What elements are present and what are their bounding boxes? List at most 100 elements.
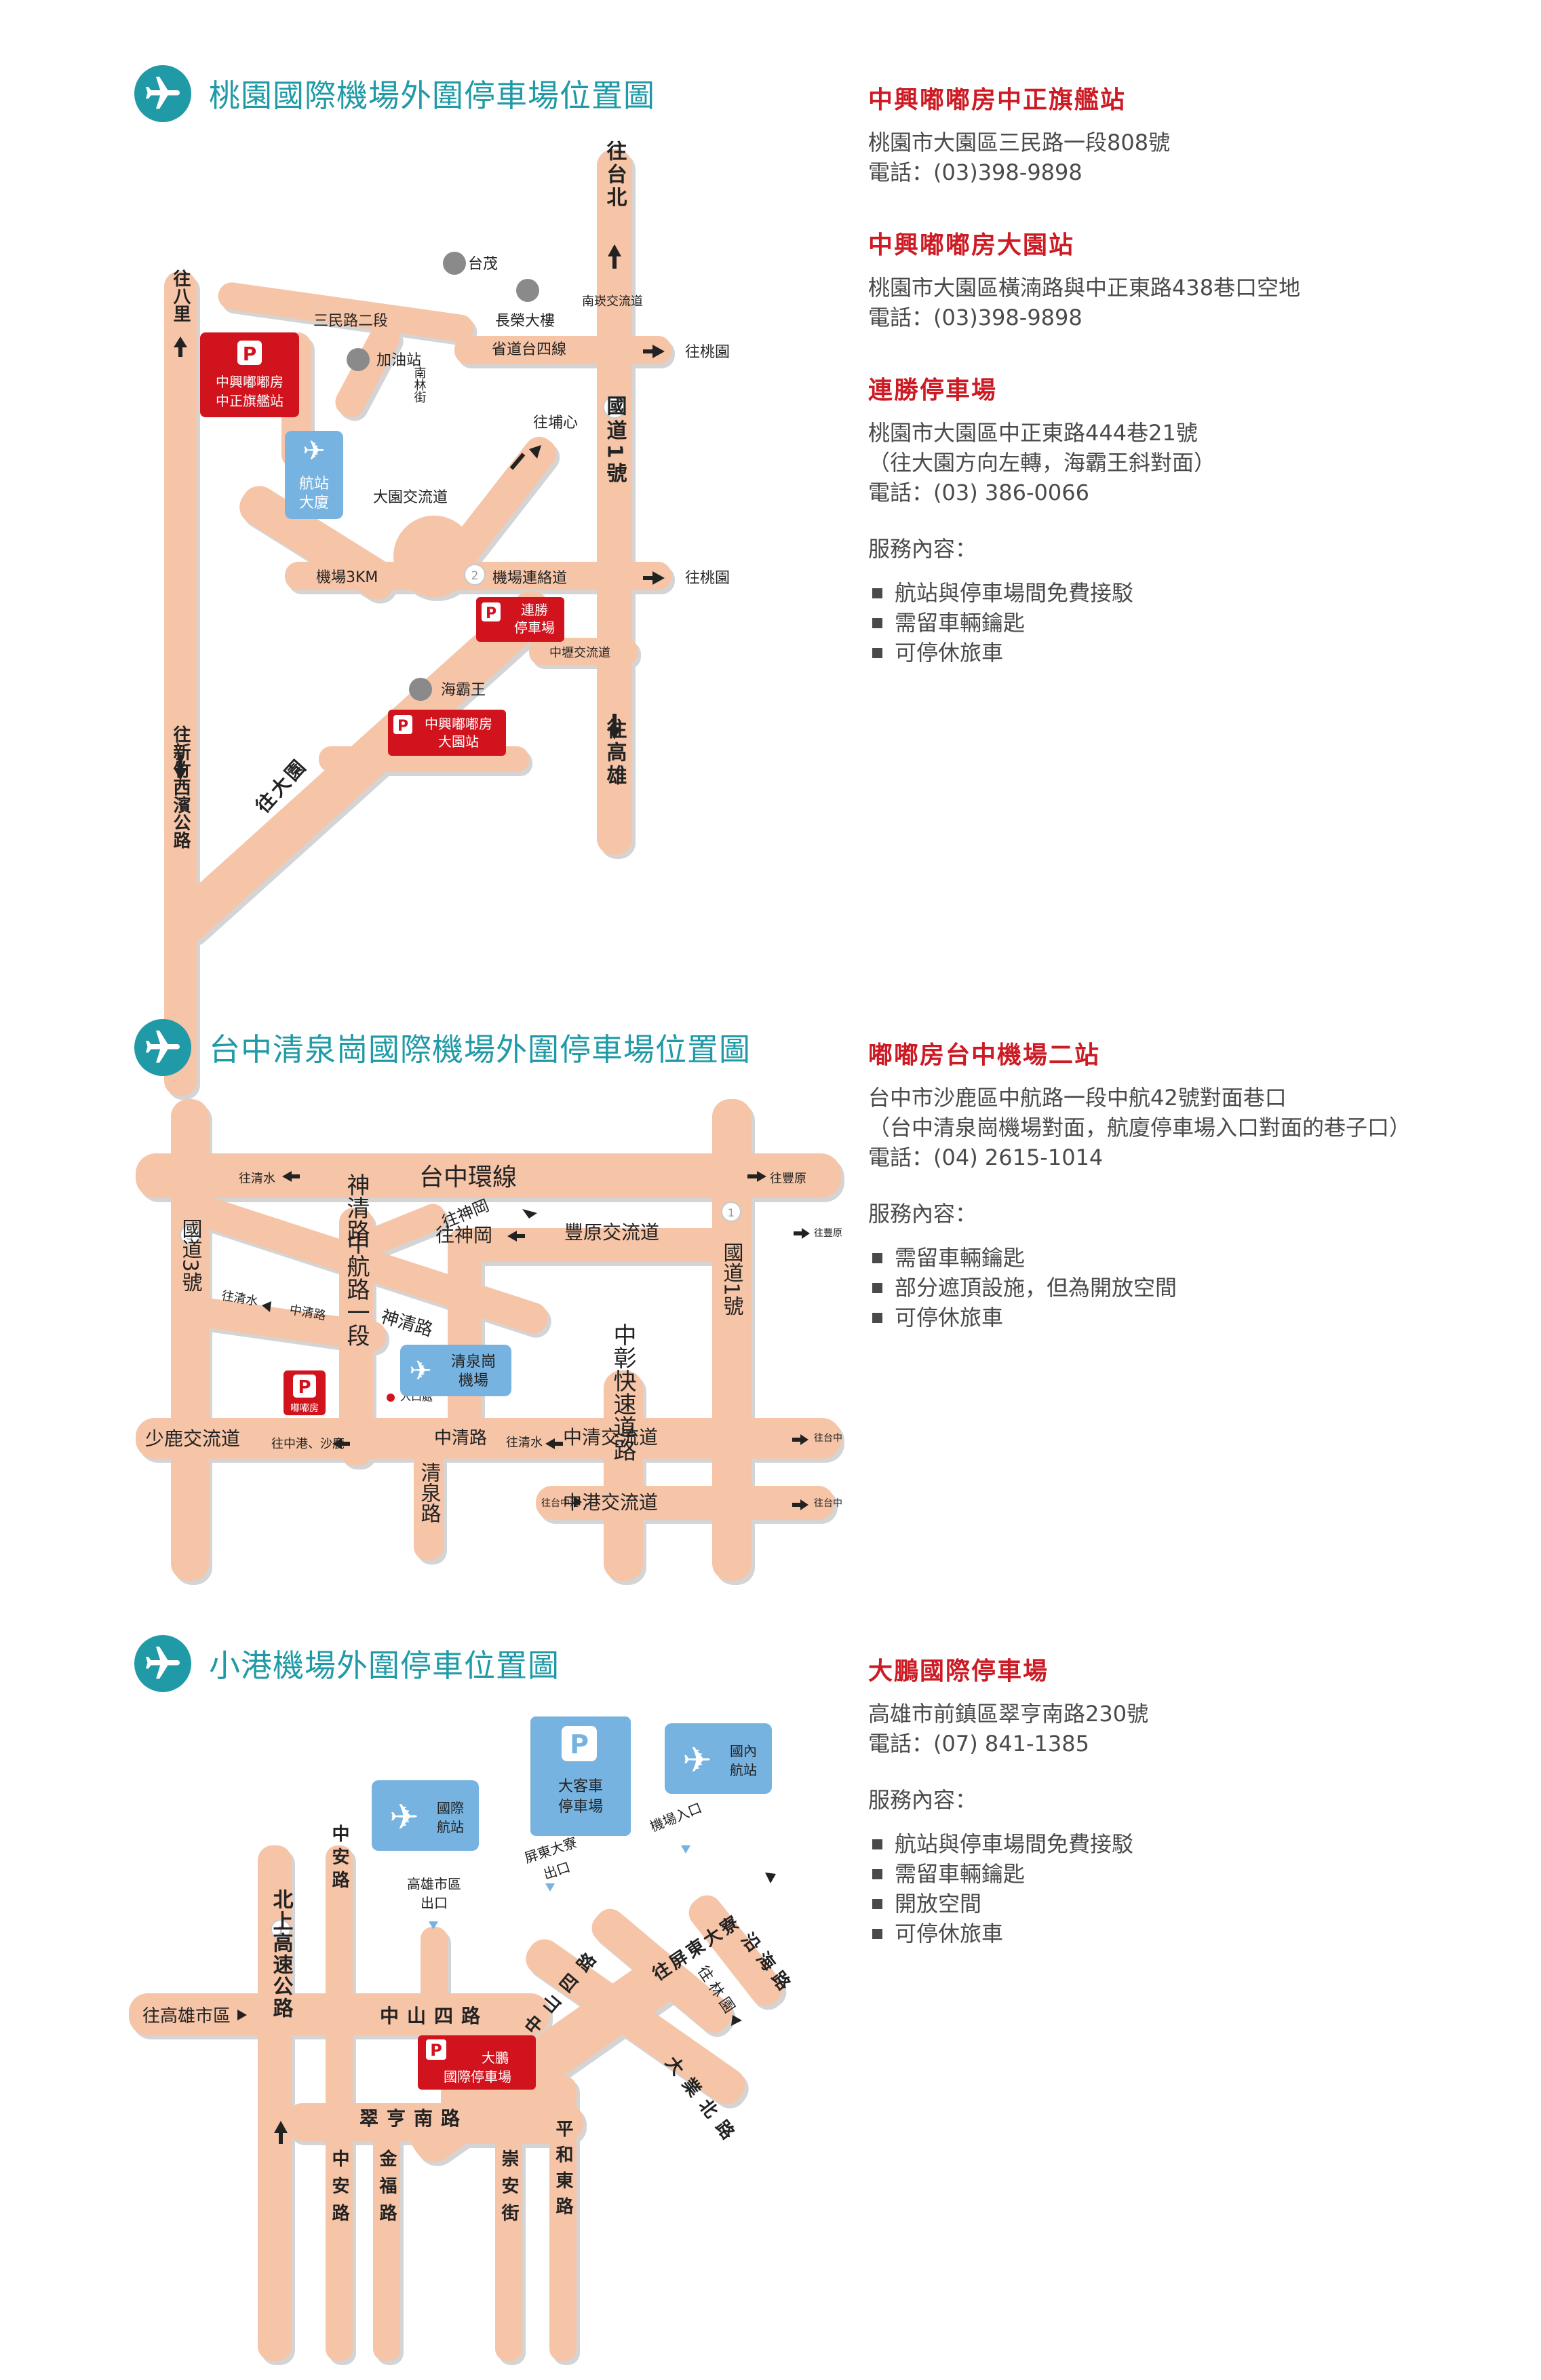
route-3-shield: 3 xyxy=(180,1225,200,1245)
label-to-qingshui-1: 往清水 xyxy=(239,1172,275,1186)
svg-text:大廈: 大廈 xyxy=(299,495,329,512)
label-chongan-st: 崇安街 xyxy=(499,2149,520,2231)
svg-text:中興嘟嘟房: 中興嘟嘟房 xyxy=(216,374,284,390)
label-freeway-1: 國道1號 xyxy=(603,396,627,487)
arrow-right-icon xyxy=(652,345,665,358)
label-kaohsiung-exit-1: 高雄市區 xyxy=(407,1876,461,1892)
triangle-marker-icon xyxy=(545,1883,555,1892)
airplane-icon xyxy=(134,1635,191,1692)
svg-text:P: P xyxy=(430,2041,442,2060)
arrow-right-icon xyxy=(237,2010,247,2020)
arrow-down-icon xyxy=(608,727,621,740)
svg-text:航站: 航站 xyxy=(730,1762,757,1778)
bullet-square-icon xyxy=(872,1282,882,1293)
domestic-terminal: ✈ 國內 航站 xyxy=(665,1723,772,1794)
kaohsiung-roads xyxy=(129,1845,783,2361)
arrow-right-icon xyxy=(574,1497,582,1508)
label-pingtung-exit-1: 屏東大寮 xyxy=(522,1834,579,1866)
service-title: 服務內容： xyxy=(868,1787,977,1813)
label-shenqing-rd-d: 神清路 xyxy=(378,1307,435,1341)
parking-name: 大鵬國際停車場 xyxy=(868,1657,1049,1685)
direction-arrows xyxy=(262,1171,810,1510)
svg-text:大客車: 大客車 xyxy=(558,1778,603,1795)
route-1-shield: 1 xyxy=(721,1202,741,1222)
kaohsiung-info: 大鵬國際停車場 高雄市前鎮區翠亨南路230號 電話：(07) 841-1385 … xyxy=(868,1651,1479,1949)
taoyuan-roads xyxy=(164,149,671,1096)
taoyuan-map: 1 2 往台北 往八里 國道1號 往高雄 往新竹西濱公路 台茂 長榮大樓 南崁交… xyxy=(164,140,730,1096)
taichung-info: 嘟嘟房台中機場二站 台中市沙鹿區中航路一段中航42號對面巷口 （台中清泉崗機場對… xyxy=(868,1035,1479,1332)
svg-text:大鵬: 大鵬 xyxy=(482,2050,509,2066)
svg-text:國內: 國內 xyxy=(730,1743,757,1759)
arrow-right-icon xyxy=(800,1434,808,1445)
kaohsiung-parking-marker: P 大鵬 國際停車場 xyxy=(418,2035,536,2090)
bullet-square-icon xyxy=(872,1928,882,1939)
parking-c-marker: P 中興嘟嘟房 大園站 xyxy=(388,710,506,756)
address: 桃園市大園區橫湳路與中正東路438巷口空地 xyxy=(868,275,1301,301)
label-airport-3km: 機場3KM xyxy=(316,569,378,586)
label-shenqing-rd-v: 神清路 xyxy=(343,1173,370,1242)
phone: 電話：(03) 386-0066 xyxy=(868,480,1089,505)
kaohsiung-section-title: 小港機場外圍停車位置圖 xyxy=(134,1635,560,1692)
arrow-left-icon xyxy=(332,1438,342,1449)
info-block-2: 中興嘟嘟房大園站 桃園市大園區橫湳路與中正東路438巷口空地 電話：(03)39… xyxy=(868,225,1479,332)
svg-text:停車場: 停車場 xyxy=(514,619,555,636)
service-item: 航站與停車場間免費接駁 xyxy=(868,1829,1479,1859)
service-list: 航站與停車場間免費接駁 需留車輛鑰匙 開放空間 可停休旅車 xyxy=(868,1829,1479,1949)
label-airport-link: 機場連絡道 xyxy=(492,570,567,587)
route-2-shield: 2 xyxy=(464,564,486,586)
label-sanmin-rd: 三民路二段 xyxy=(313,313,388,330)
bullet-square-icon xyxy=(872,1312,882,1323)
address: 台中市沙鹿區中航路一段中航42號對面巷口 xyxy=(868,1085,1287,1111)
label-cuiheng-rd: 翠亨南路 xyxy=(359,2107,468,2130)
info-block-3: 連勝停車場 桃園市大園區中正東路444巷21號 （往大園方向左轉，海霸王斜對面）… xyxy=(868,370,1479,507)
svg-text:停車場: 停車場 xyxy=(558,1799,603,1816)
taoyuan-section-title: 桃園國際機場外圍停車場位置圖 xyxy=(134,65,655,122)
label-to-qingshui-3: 往清水 xyxy=(506,1436,543,1450)
svg-text:P: P xyxy=(298,1377,311,1398)
arrow-left-icon xyxy=(545,1438,555,1449)
label-to-taipei: 往台北 xyxy=(603,140,627,210)
exit-markers xyxy=(429,1845,690,1930)
arrow-left-icon xyxy=(282,1171,292,1182)
taichung-parking-marker: P 嘟嘟房 xyxy=(284,1370,326,1415)
taoyuan-info: 中興嘟嘟房中正旗艦站 桃園市大園區三民路一段808號 電話：(03)398-98… xyxy=(868,80,1479,668)
label-to-taoyuan-2: 往桃園 xyxy=(685,570,730,587)
label-jinfu-rd: 金福路 xyxy=(376,2149,397,2231)
label-zhongqing-rd-b: 中清路 xyxy=(434,1428,487,1448)
label-taimao: 台茂 xyxy=(468,256,498,273)
label-taichung-ring: 台中環線 xyxy=(419,1164,517,1191)
label-to-west-coast: 往新竹西濱公路 xyxy=(170,725,191,849)
taichung-title: 台中清泉崗國際機場外圍停車場位置圖 xyxy=(209,1031,751,1068)
service-item: 需留車輛鑰匙 xyxy=(868,1859,1479,1889)
address: 高雄市前鎮區翠亨南路230號 xyxy=(868,1701,1149,1727)
label-gas-station: 加油站 xyxy=(376,352,421,369)
label-to-puxin: 往埔心 xyxy=(533,415,578,431)
landmark-dot-icon xyxy=(443,252,466,275)
service-item: 開放空間 xyxy=(868,1889,1479,1919)
label-zhongshan-4-w: 中山四路 xyxy=(380,2005,488,2027)
info-block-1: 中興嘟嘟房中正旗艦站 桃園市大園區三民路一段808號 電話：(03)398-98… xyxy=(868,80,1479,187)
svg-text:1: 1 xyxy=(277,1924,284,1937)
arrow-left-icon xyxy=(262,1301,271,1312)
label-changrong: 長榮大樓 xyxy=(495,313,555,330)
label-zhongzhang-expwy: 中彰快速道路 xyxy=(609,1323,636,1461)
note: （往大園方向左轉，海霸王斜對面） xyxy=(868,450,1216,476)
label-to-taichung-2: 往台中 xyxy=(814,1498,842,1509)
landmark-dot-icon xyxy=(409,678,432,701)
triangle-marker-icon xyxy=(681,1845,690,1854)
direction-arrows xyxy=(237,1873,776,2144)
parking-name: 中興嘟嘟房中正旗艦站 xyxy=(868,86,1127,114)
note: （台中清泉崗機場對面，航廈停車場入口對面的巷子口） xyxy=(868,1115,1411,1140)
arrow-right-icon xyxy=(652,571,665,585)
arrow-up-right-icon xyxy=(529,445,541,459)
label-to-kaohsiung-city: 往高雄市區 xyxy=(142,2006,231,2027)
label-to-fengyuan-2: 往豐原 xyxy=(814,1228,842,1239)
svg-text:P: P xyxy=(486,605,496,622)
label-nanlin-st: 南林街 xyxy=(412,366,427,403)
label-to-bali: 往八里 xyxy=(170,269,191,322)
label-dayuan-ic: 大園交流道 xyxy=(373,489,448,506)
label-nankan-ic: 南崁交流道 xyxy=(582,294,643,309)
triangle-marker-icon xyxy=(429,1921,438,1930)
service-item: 可停休旅車 xyxy=(868,638,1479,668)
arrow-left-icon xyxy=(522,1209,537,1218)
